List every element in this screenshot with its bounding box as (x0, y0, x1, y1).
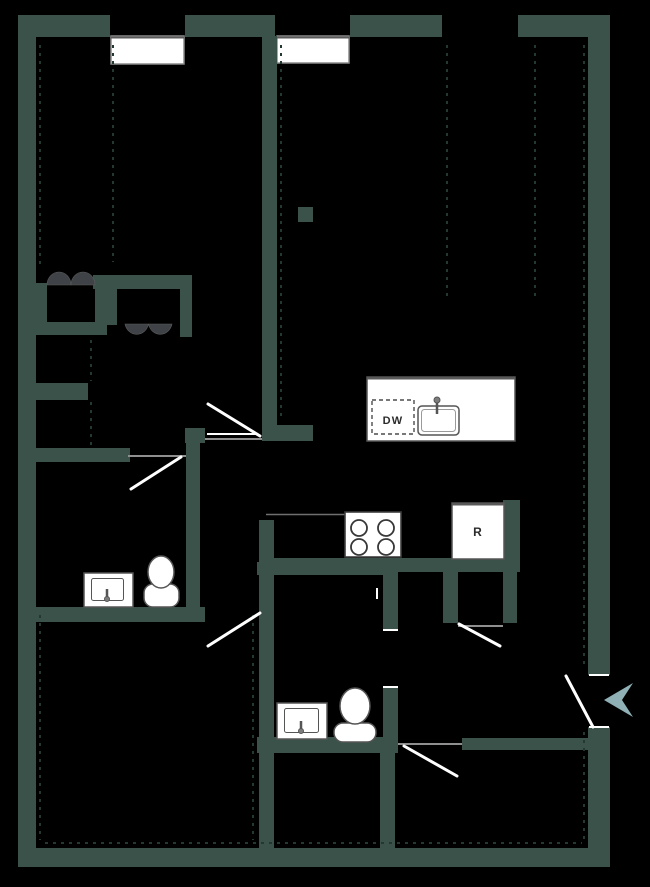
wall-bath2-right-lower (383, 687, 398, 740)
refrigerator-label: R (473, 525, 483, 539)
door-bedroom-2 (206, 611, 262, 648)
wall-hallcloset-right (503, 572, 517, 623)
wall-right-upper (588, 17, 610, 675)
wall-bed3-top (462, 738, 600, 750)
wall-top-1 (18, 15, 110, 37)
vanity-faucet-icon-bath-2 (298, 728, 304, 734)
door-bedroom-3 (402, 744, 459, 778)
exterior-walls (18, 15, 610, 867)
wall-bath1-right (186, 430, 200, 608)
entry-arrow-icon (604, 683, 633, 717)
wall-top-4 (518, 15, 610, 37)
wall-bed1-living (262, 36, 277, 441)
vanity-faucet-icon-bath-1 (104, 596, 110, 602)
toilet-bowl-bath-2 (339, 687, 371, 725)
structural-column (298, 207, 313, 222)
toilet-bowl-bath-1 (147, 555, 175, 589)
refrigerator (451, 502, 505, 560)
closet-doors (46, 271, 173, 335)
window-bedroom-1 (110, 35, 185, 65)
kitchen-sink-basin (421, 409, 456, 432)
bathroom-1 (83, 555, 180, 608)
stove-burner (350, 538, 368, 556)
wall-bed3-left (380, 750, 395, 848)
door-entry (564, 674, 595, 729)
wall-hatching (39, 45, 585, 844)
windows (110, 35, 350, 65)
kitchen: DW R (266, 376, 516, 560)
bathroom-2 (276, 687, 377, 743)
toilet-base-bath-2 (333, 722, 377, 743)
wall-top-2 (185, 15, 275, 37)
closet2-bifold-right (148, 323, 173, 335)
wall-bath2-top (257, 562, 398, 575)
wall-bath2-right-upper (383, 575, 398, 630)
stove-burner (377, 538, 395, 556)
wall-bottom (18, 848, 610, 867)
wall-closet1-bottom (35, 322, 97, 335)
closet2-bifold-left (124, 323, 149, 335)
window-living-room (276, 35, 350, 64)
wall-bath1-top (36, 448, 130, 462)
door-bath-1 (129, 455, 183, 491)
wall-center-vertical (259, 520, 274, 848)
kitchen-sink (417, 405, 460, 436)
wall-closet2-right (180, 289, 192, 337)
door-swings (129, 402, 595, 778)
door-hall-closet (457, 622, 502, 648)
dishwasher (371, 399, 415, 435)
wall-bed1-bottom (93, 275, 192, 289)
stove-burner (350, 519, 368, 537)
door-kitchen (206, 402, 262, 438)
wall-hallcloset-left (443, 572, 458, 623)
interior-walls (18, 36, 600, 848)
wall-top-3 (350, 15, 442, 37)
wall-left (18, 15, 36, 867)
wall-right-lower (588, 727, 610, 867)
wall-fridge-right (503, 500, 520, 572)
closet1-bifold-left (46, 271, 72, 286)
closet1-bifold-right (70, 271, 96, 286)
stove-burner (377, 519, 395, 537)
wall-closet2-left (105, 289, 117, 325)
wall-closet1-right (95, 283, 107, 335)
wall-kitchen-corner (262, 425, 313, 441)
wall-niche-top (36, 383, 88, 400)
kitchen-faucet-icon (433, 396, 441, 404)
dishwasher-label: DW (383, 415, 404, 427)
wall-bath1-bed2 (18, 607, 205, 622)
